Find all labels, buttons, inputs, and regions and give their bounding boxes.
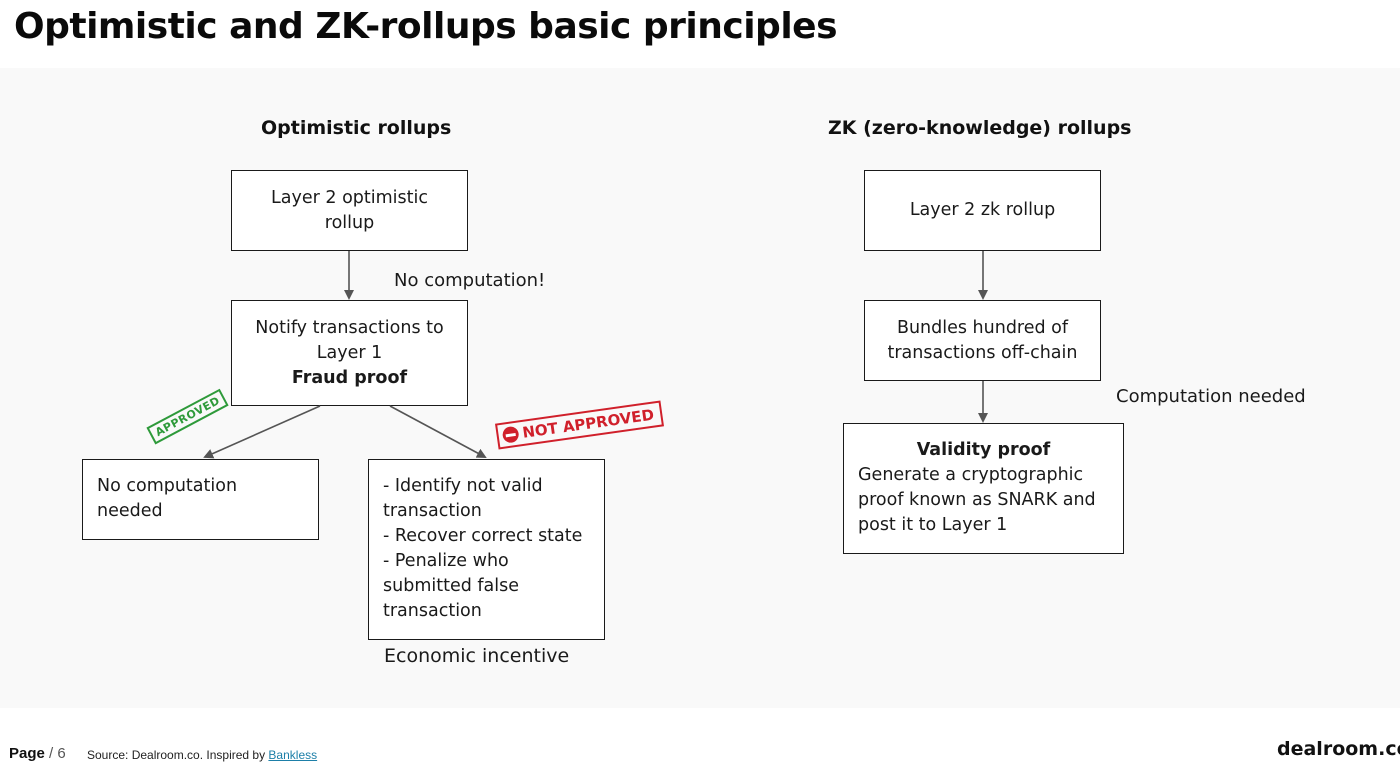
no-entry-icon: [501, 425, 520, 444]
validity-line-3: post it to Layer 1: [858, 515, 1008, 535]
validity-line-1: Generate a cryptographic: [858, 465, 1084, 485]
page-separator: /: [49, 745, 54, 762]
notify-line-1: Notify transactions to: [255, 317, 444, 338]
bundles-box: Bundles hundred of transactions off-chai…: [864, 300, 1101, 381]
resolution-line-3: - Recover correct state: [383, 526, 583, 546]
notify-line-2: Layer 1: [316, 342, 383, 363]
resolution-line-1: - Identify not valid: [383, 476, 543, 496]
layer2-zk-box: Layer 2 zk rollup: [864, 170, 1101, 251]
source-text: Source: Dealroom.co. Inspired by: [87, 748, 269, 762]
layer2-optimistic-label: Layer 2 optimistic rollup: [271, 187, 428, 233]
fraud-proof-label: Fraud proof: [291, 367, 408, 388]
resolution-line-4: - Penalize who: [383, 551, 509, 571]
resolution-line-6: transaction: [383, 601, 482, 621]
computation-needed-note: Computation needed: [1116, 386, 1306, 407]
resolution-line-5: submitted false: [383, 576, 520, 596]
validity-proof-box: Validity proof Generate a cryptographic …: [843, 423, 1124, 554]
no-computation-needed-box: No computation needed: [82, 459, 319, 540]
validity-line-2: proof known as SNARK and: [858, 490, 1096, 510]
fraud-resolution-box: - Identify not valid transaction - Recov…: [368, 459, 605, 640]
page-indicator: Page / 6: [9, 745, 66, 762]
no-computation-needed-label: No computation needed: [97, 476, 238, 521]
layer2-optimistic-box: Layer 2 optimistic rollup: [231, 170, 468, 251]
page-title: Optimistic and ZK-rollups basic principl…: [14, 6, 838, 47]
bankless-link[interactable]: Bankless: [268, 748, 318, 762]
zk-rollups-heading: ZK (zero-knowledge) rollups: [828, 117, 1132, 139]
resolution-line-2: transaction: [383, 501, 482, 521]
optimistic-rollups-heading: Optimistic rollups: [261, 117, 452, 139]
bundles-line-2: transactions off-chain: [887, 342, 1078, 363]
bundles-line-1: Bundles hundred of: [896, 317, 1069, 338]
page-label: Page: [9, 745, 45, 762]
page-number: 6: [57, 745, 66, 762]
no-computation-note: No computation!: [394, 270, 546, 291]
validity-proof-label: Validity proof: [916, 440, 1051, 460]
notify-transactions-box: Notify transactions to Layer 1 Fraud pro…: [231, 300, 468, 406]
economic-incentive-note: Economic incentive: [384, 645, 570, 667]
layer2-zk-label: Layer 2 zk rollup: [909, 200, 1056, 220]
dealroom-logo: dealroom.co: [1277, 738, 1400, 760]
source-credit: Source: Dealroom.co. Inspired by Bankles…: [87, 748, 317, 762]
